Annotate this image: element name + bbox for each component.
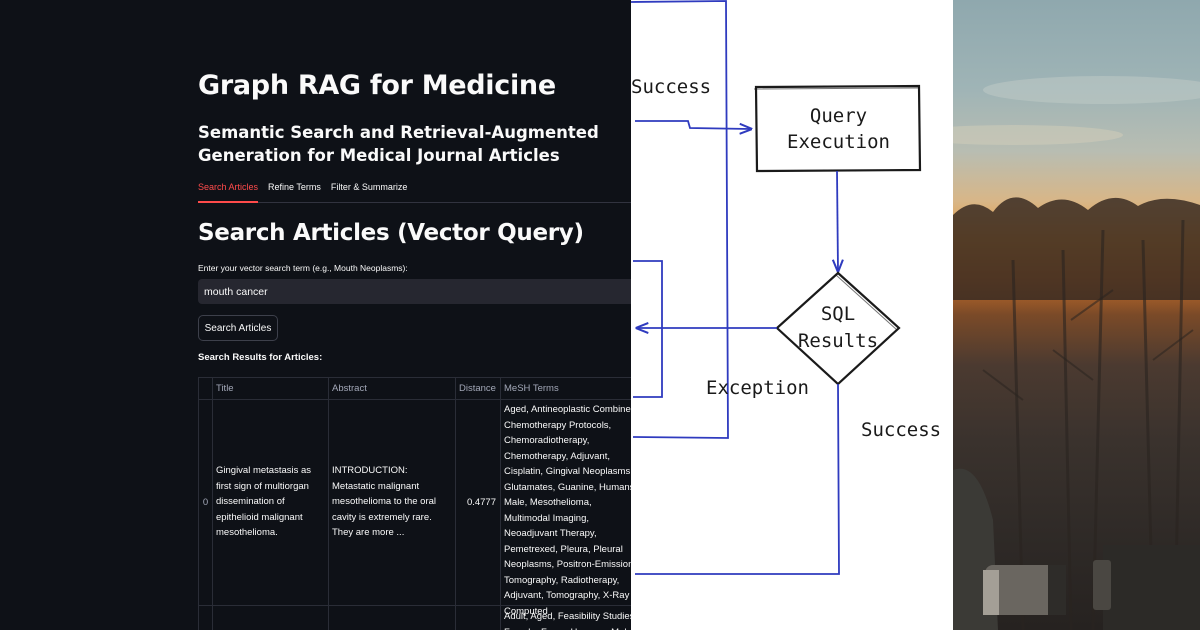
partial-box — [633, 260, 663, 398]
column-divider — [455, 378, 501, 630]
label-success-top: Success — [631, 76, 712, 98]
column-divider — [212, 378, 329, 630]
arrow-success-bottom — [635, 383, 840, 575]
table-header-row: Title Abstract Distance MeSH Terms — [199, 378, 631, 400]
search-input[interactable] — [198, 279, 631, 304]
cell-mesh-terms[interactable]: Aged, Antineoplastic Combined Chemothera… — [504, 404, 631, 617]
tab-filter-summarize[interactable]: Filter & Summarize — [330, 182, 408, 192]
column-divider — [199, 378, 213, 630]
tab-search-articles[interactable]: Search Articles — [198, 176, 259, 203]
label-success-bottom: Success — [861, 419, 942, 441]
arrow-to-sql-results — [837, 170, 838, 271]
cell-distance[interactable]: 0.4777 — [466, 497, 496, 508]
results-table[interactable]: Title Abstract Distance MeSH Terms 0 Gin… — [198, 377, 631, 630]
results-label: Search Results for Articles: — [198, 352, 323, 363]
label-query-execution: Query Execution — [787, 105, 890, 153]
flowchart-drawing — [631, 0, 922, 575]
search-input-label: Enter your vector search term (e.g., Mou… — [198, 263, 408, 273]
column-header-distance[interactable]: Distance — [459, 383, 496, 394]
app-title: Graph RAG for Medicine — [198, 70, 556, 101]
label-sql-results: SQL Results — [797, 303, 879, 352]
row-divider — [199, 605, 631, 606]
tab-bar: Search Articles Refine Terms Filter & Su… — [198, 176, 631, 203]
section-title: Search Articles (Vector Query) — [198, 220, 584, 246]
cell-mesh-terms[interactable]: Adult, Aged, Feasibility Studies, Female… — [504, 611, 631, 630]
tab-refine-terms[interactable]: Refine Terms — [268, 182, 321, 192]
streamlit-app-panel: Graph RAG for Medicine Semantic Search a… — [198, 70, 631, 630]
column-divider — [328, 378, 456, 630]
row-index: 0 — [202, 497, 209, 508]
arrow-to-query-execution — [635, 120, 751, 129]
sunset-photo — [953, 0, 1200, 630]
column-header-title[interactable]: Title — [216, 383, 234, 394]
cell-abstract[interactable]: INTRODUCTION: Metastatic malignant mesot… — [332, 465, 437, 538]
photo-scenery — [953, 76, 1200, 630]
app-subtitle: Semantic Search and Retrieval-Augmented … — [198, 123, 599, 165]
search-articles-button[interactable]: Search Articles — [198, 315, 278, 341]
flowchart-panel: Success Query Execution SQL Results Exce… — [631, 0, 953, 630]
label-exception: Exception — [706, 377, 809, 399]
cell-title[interactable]: Gingival metastasis as first sign of mul… — [216, 465, 312, 538]
column-header-mesh-terms[interactable]: MeSH Terms — [504, 383, 559, 394]
connector-line — [631, 0, 729, 439]
query-execution-box — [754, 84, 922, 173]
column-header-abstract[interactable]: Abstract — [332, 383, 367, 394]
